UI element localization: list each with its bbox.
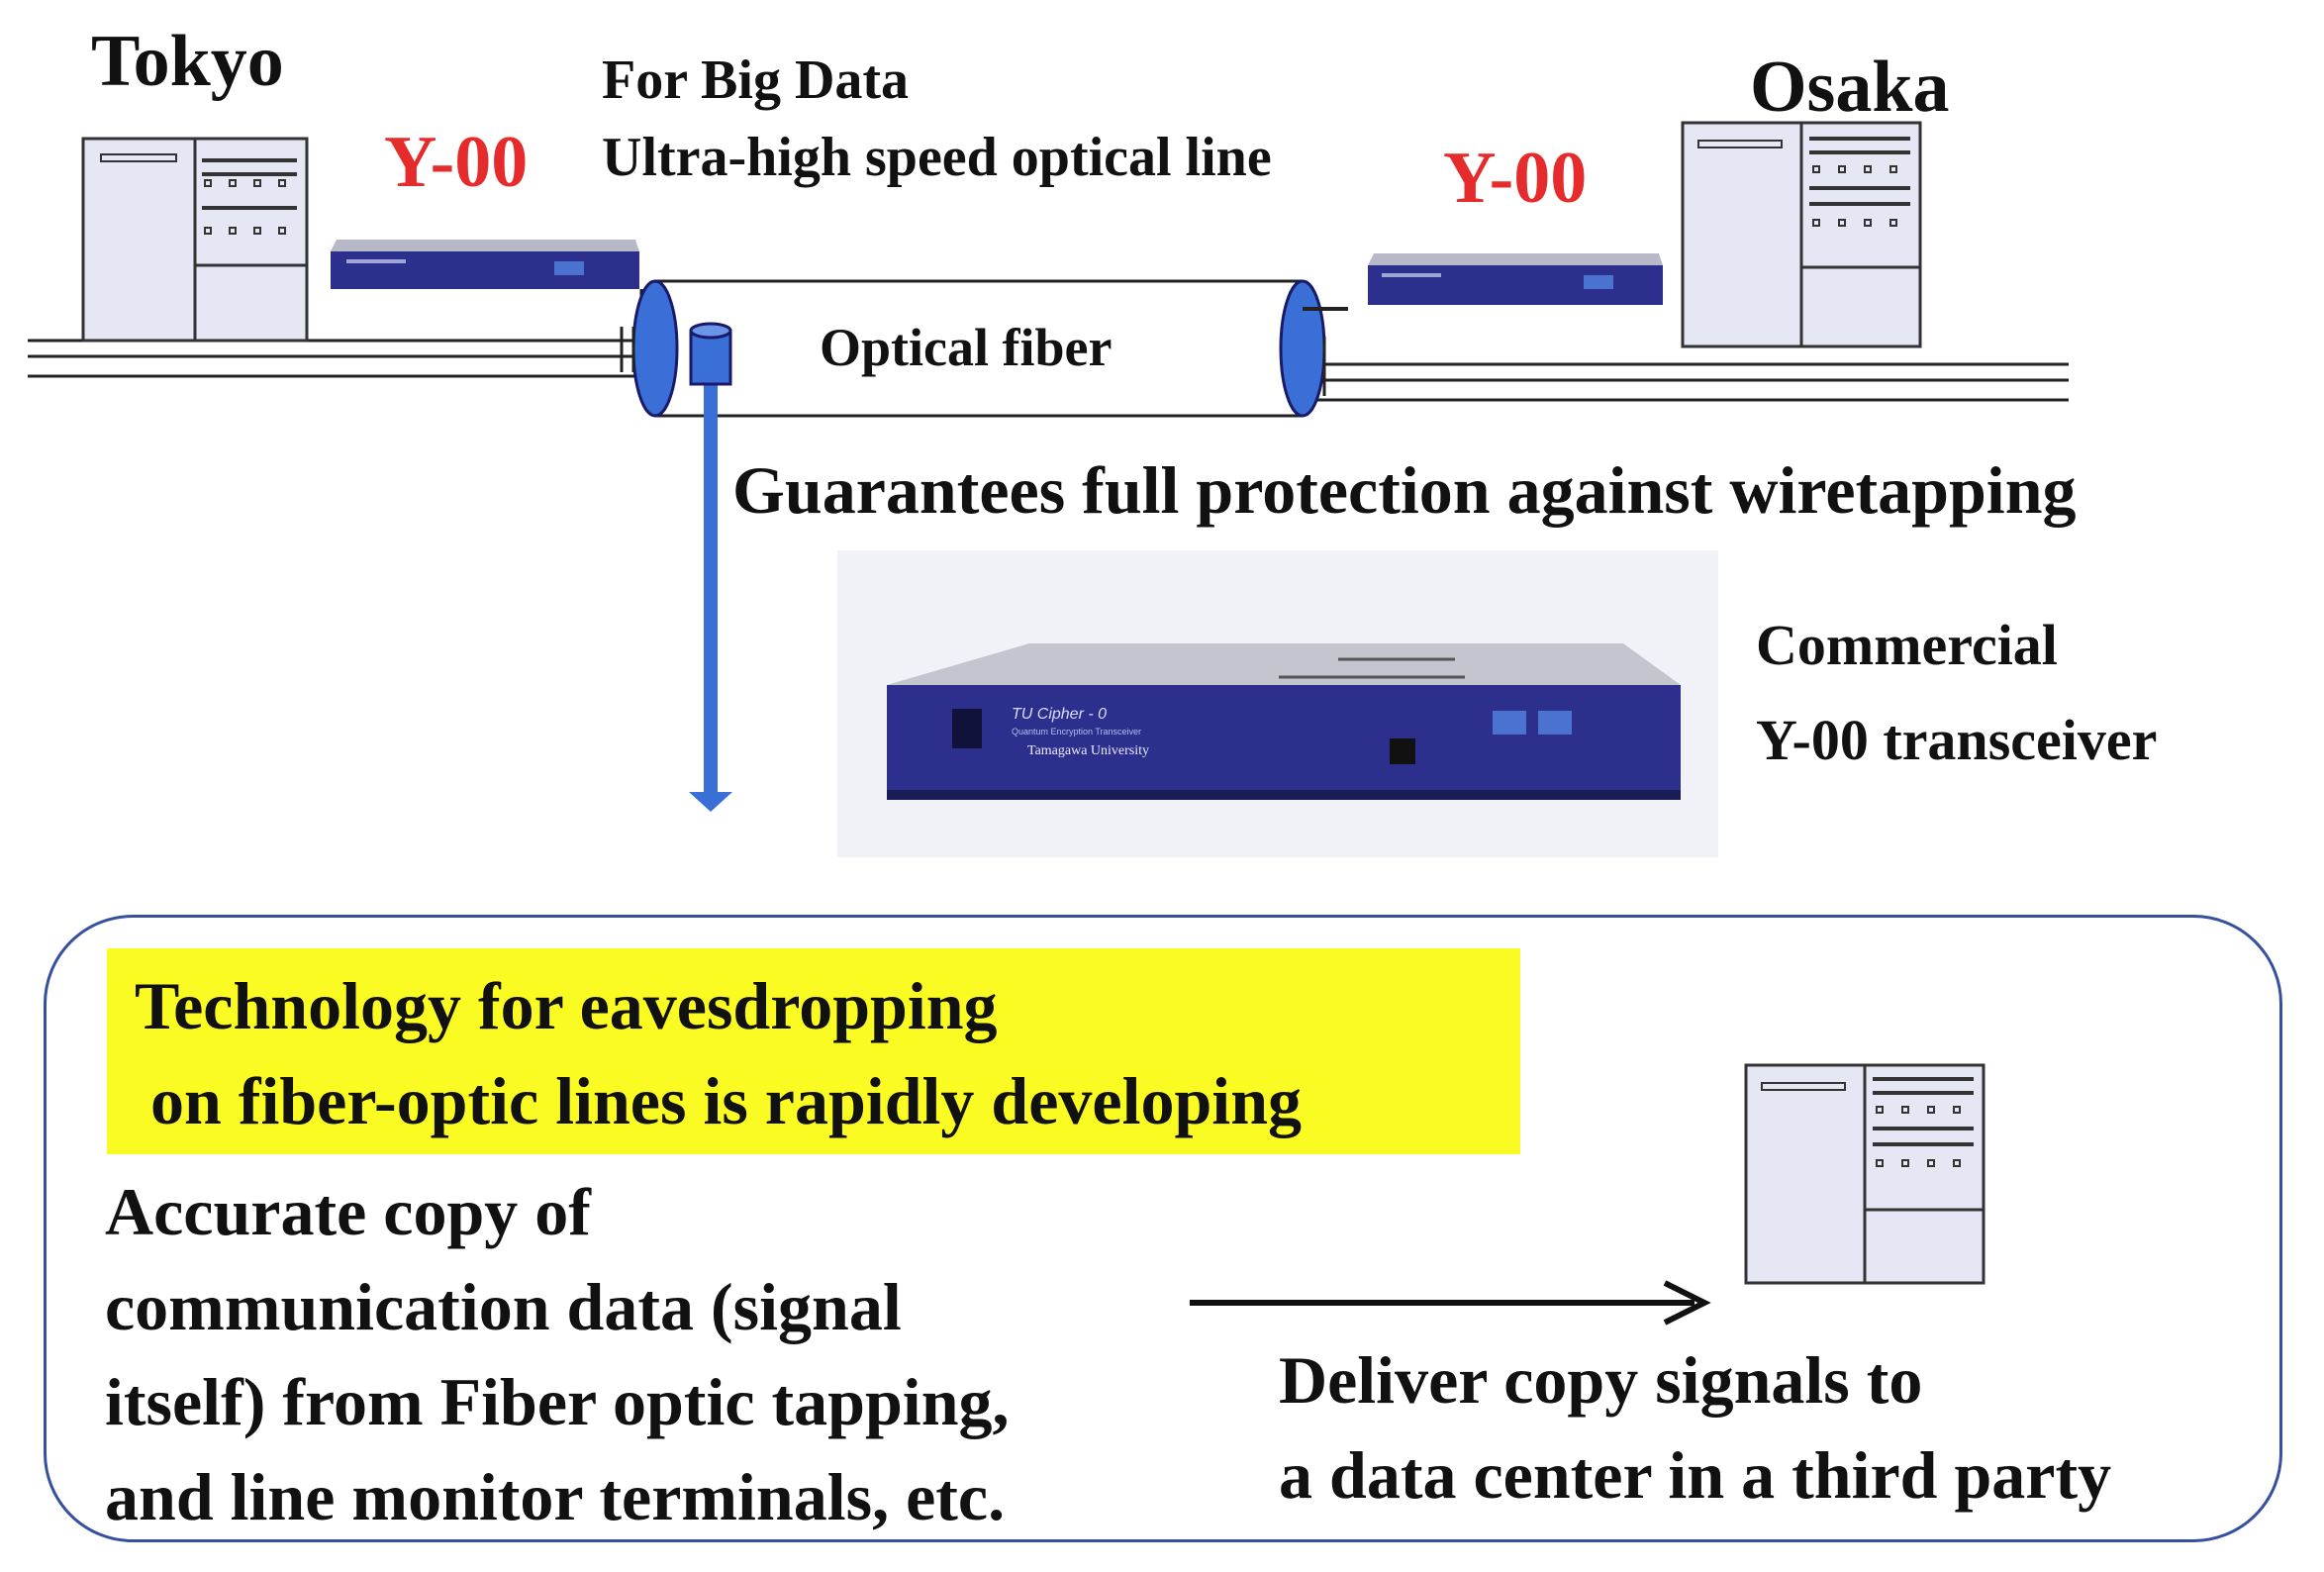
optical-fiber-cable: [620, 279, 1348, 418]
osaka-server-icon: [1681, 121, 1922, 348]
deliver-text: Deliver copy signals to a data center in…: [1279, 1332, 2111, 1523]
deliver-arrow-icon: [1190, 1280, 1711, 1326]
osaka-label: Osaka: [1750, 47, 1950, 128]
line-left: [28, 339, 643, 378]
bigdata-caption-line2: Ultra-high speed optical line: [602, 127, 1272, 188]
transceiver-caption-line2: Y-00 transceiver: [1756, 708, 2158, 772]
bigdata-caption: For Big Data Ultra-high speed optical li…: [602, 42, 1272, 196]
bigdata-caption-line1: For Big Data: [602, 49, 910, 111]
optical-fiber-label: Optical fiber: [820, 318, 1113, 377]
deliver-line2: a data center in a third party: [1279, 1437, 2112, 1513]
copy-line2: communication data (signal: [105, 1269, 902, 1344]
guarantee-heading: Guarantees full protection against wiret…: [732, 452, 2077, 528]
copy-line1: Accurate copy of: [105, 1174, 591, 1249]
highlight-box: [107, 948, 1520, 1154]
line-right: [1307, 362, 2069, 402]
transceiver-caption: Commercial Y-00 transceiver: [1756, 598, 2157, 788]
fiber-tap-arrow-icon: [689, 322, 732, 812]
transceiver-maker-text: Tamagawa University: [1027, 743, 1149, 758]
transceiver-caption-line1: Commercial: [1756, 613, 2058, 677]
y00-label-right: Y-00: [1443, 138, 1588, 219]
osaka-y00-device-icon: [1368, 253, 1663, 305]
third-party-server-icon: [1744, 1063, 1985, 1285]
highlight-line2: on fiber-optic lines is rapidly developi…: [150, 1063, 1303, 1138]
highlight-text: Technology for eavesdropping on fiber-op…: [135, 958, 1302, 1148]
eavesdropping-risk-panel: [44, 915, 2282, 1542]
copy-line4: and line monitor terminals, etc.: [105, 1459, 1006, 1534]
y00-label-left: Y-00: [384, 122, 529, 203]
copy-data-text: Accurate copy of communication data (sig…: [105, 1164, 1010, 1544]
tokyo-y00-device-icon: [331, 240, 639, 289]
tokyo-server-icon: [81, 137, 309, 343]
transceiver-subtitle-text: Quantum Encryption Transceiver: [1012, 727, 1141, 737]
commercial-transceiver-image: TU Cipher - 0 Quantum Encryption Transce…: [837, 550, 1718, 857]
tokyo-label: Tokyo: [91, 21, 284, 102]
highlight-line1: Technology for eavesdropping: [135, 968, 998, 1043]
copy-line3: itself) from Fiber optic tapping,: [105, 1364, 1010, 1439]
deliver-line1: Deliver copy signals to: [1279, 1342, 1923, 1418]
transceiver-model-text: TU Cipher - 0: [1012, 706, 1107, 723]
